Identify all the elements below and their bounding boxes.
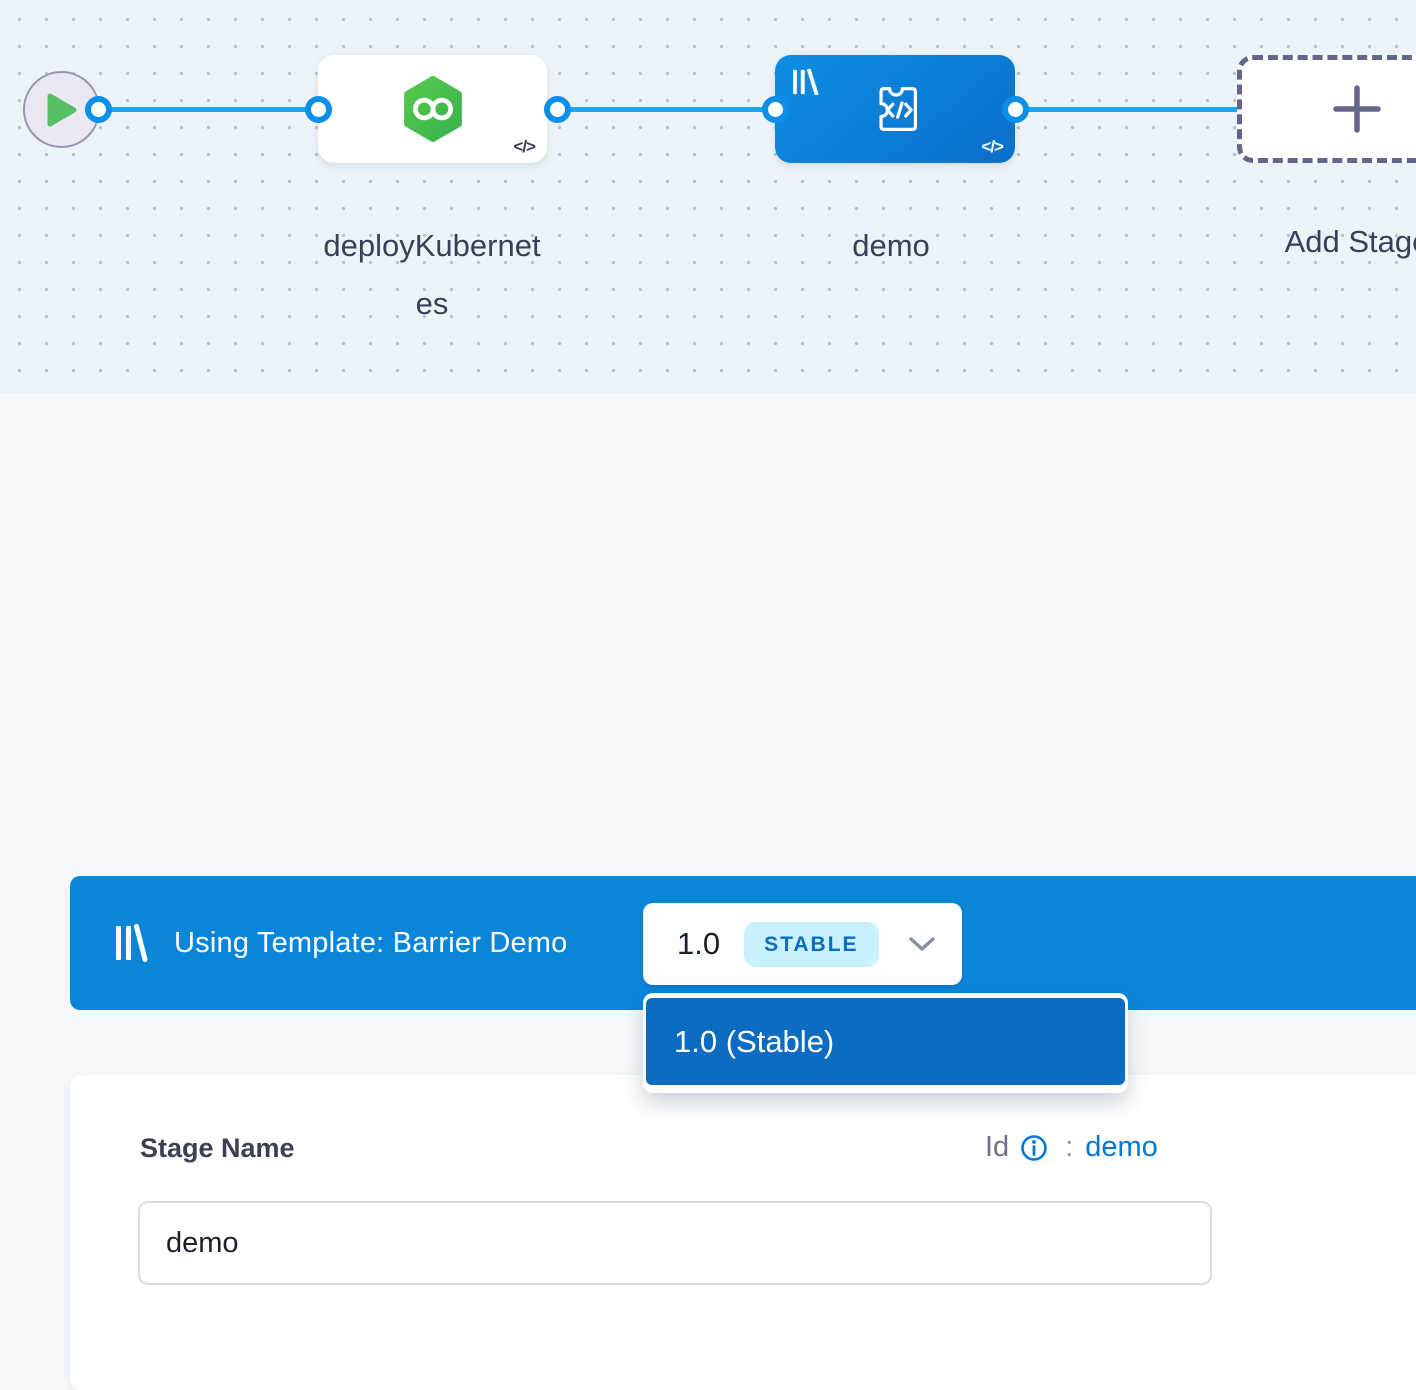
- port-deploy-in[interactable]: [305, 96, 332, 123]
- port-deploy-out[interactable]: [544, 96, 571, 123]
- template-library-icon: [116, 924, 148, 962]
- code-icon: </>: [513, 137, 536, 156]
- stable-badge: STABLE: [744, 921, 879, 967]
- template-library-icon: [793, 69, 819, 95]
- stage-node-deploykubernetes[interactable]: </>: [318, 55, 547, 163]
- id-label: Id: [985, 1131, 1010, 1163]
- edge-start-to-deploy: [98, 107, 320, 112]
- using-template-text: Using Template: Barrier Demo: [174, 926, 568, 959]
- pipeline-canvas[interactable]: </> </> deployKubernetes demo Add Stage: [0, 0, 1416, 393]
- version-dropdown-menu: 1.0 (Stable): [643, 993, 1128, 1093]
- version-value: 1.0: [677, 926, 721, 961]
- port-start-out[interactable]: [85, 96, 112, 123]
- stage-name-input[interactable]: [138, 1201, 1212, 1285]
- port-demo-in[interactable]: [762, 96, 789, 123]
- play-icon: [47, 93, 76, 126]
- custom-stage-icon: [879, 86, 918, 132]
- plus-icon: [1333, 85, 1381, 133]
- stage-label-deploykubernetes[interactable]: deployKubernetes: [323, 228, 541, 321]
- using-template-banner: Using Template: Barrier Demo: [70, 876, 1416, 1010]
- stage-settings-section: Using Template: Barrier Demo 1.0 STABLE …: [0, 393, 1416, 1390]
- harness-deploy-icon: [403, 76, 462, 142]
- stage-overview-card: Stage Name Id : demo: [70, 1075, 1416, 1390]
- edge-demo-to-add: [1013, 107, 1239, 112]
- id-separator: :: [1065, 1131, 1074, 1163]
- version-dropdown-item[interactable]: 1.0 (Stable): [646, 998, 1125, 1085]
- stage-name-label: Stage Name: [140, 1133, 295, 1163]
- stage-label-demo[interactable]: demo: [852, 228, 930, 263]
- code-icon: </>: [981, 137, 1004, 156]
- edge-deploy-to-demo: [555, 107, 777, 112]
- template-version-select[interactable]: 1.0 STABLE: [643, 903, 962, 985]
- add-stage-node[interactable]: [1237, 55, 1416, 163]
- stage-label-add-stage[interactable]: Add Stage: [1284, 224, 1416, 259]
- stage-node-demo[interactable]: </>: [775, 55, 1015, 163]
- stage-id-value[interactable]: demo: [1085, 1131, 1158, 1163]
- info-icon[interactable]: [1019, 1133, 1049, 1163]
- stage-id-row: Id : demo: [985, 1131, 1158, 1164]
- port-demo-out[interactable]: [1002, 96, 1029, 123]
- chevron-down-icon: [909, 937, 935, 951]
